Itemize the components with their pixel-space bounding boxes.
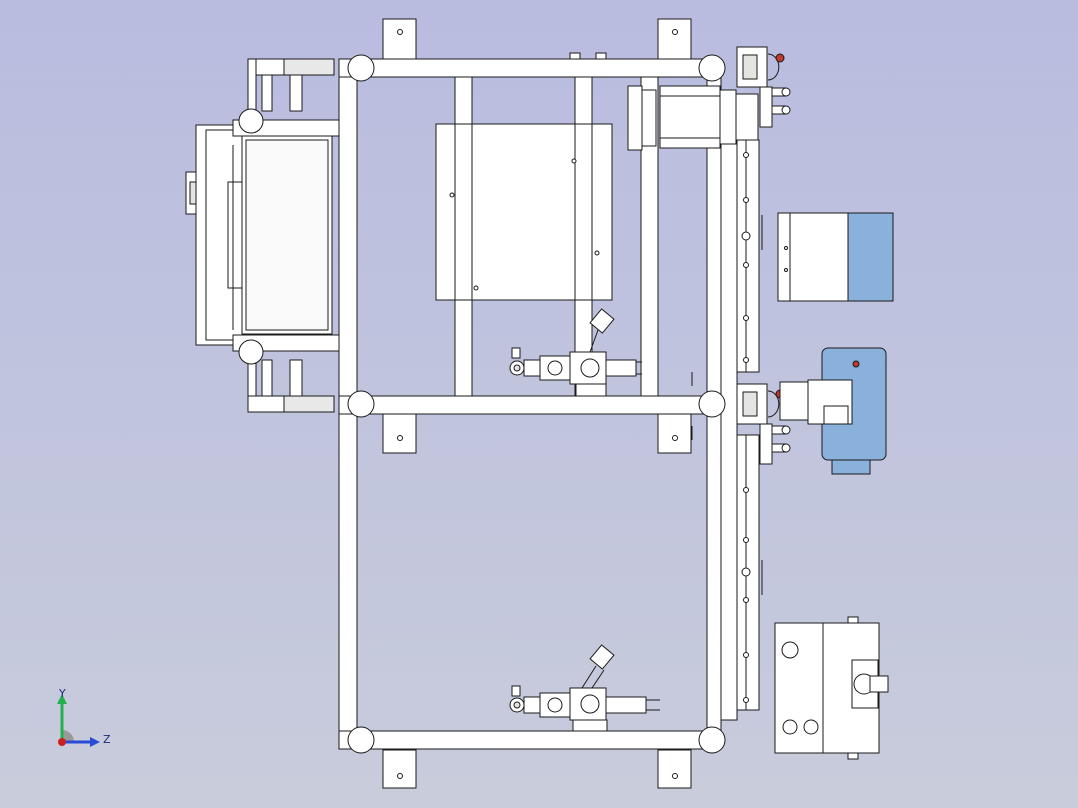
mounting-feet — [382, 18, 692, 789]
frame-corner-joints — [347, 54, 726, 754]
x-axis-dot — [58, 738, 66, 746]
z-axis-arrowhead — [90, 737, 100, 747]
left-drum-assembly[interactable] — [185, 58, 340, 413]
center-panel[interactable] — [435, 123, 613, 301]
right-guide-rails[interactable] — [736, 139, 763, 711]
electrical-box-upper[interactable] — [777, 212, 894, 302]
valve-assembly-upper[interactable] — [509, 308, 642, 397]
triad-rotation-icon — [62, 730, 74, 742]
junction-box-lower[interactable] — [774, 616, 889, 760]
y-axis-arrowhead — [57, 694, 67, 704]
y-axis-label: Y — [59, 687, 66, 700]
valve-assembly-lower[interactable] — [509, 644, 660, 732]
gear-motor[interactable] — [627, 85, 759, 151]
sensor-bracket-upper[interactable] — [736, 46, 791, 128]
control-box-middle[interactable] — [807, 347, 887, 475]
z-axis-label: Z — [103, 733, 111, 746]
orientation-triad: Y Z — [48, 684, 118, 754]
sensor-bracket-lower[interactable] — [691, 372, 811, 465]
